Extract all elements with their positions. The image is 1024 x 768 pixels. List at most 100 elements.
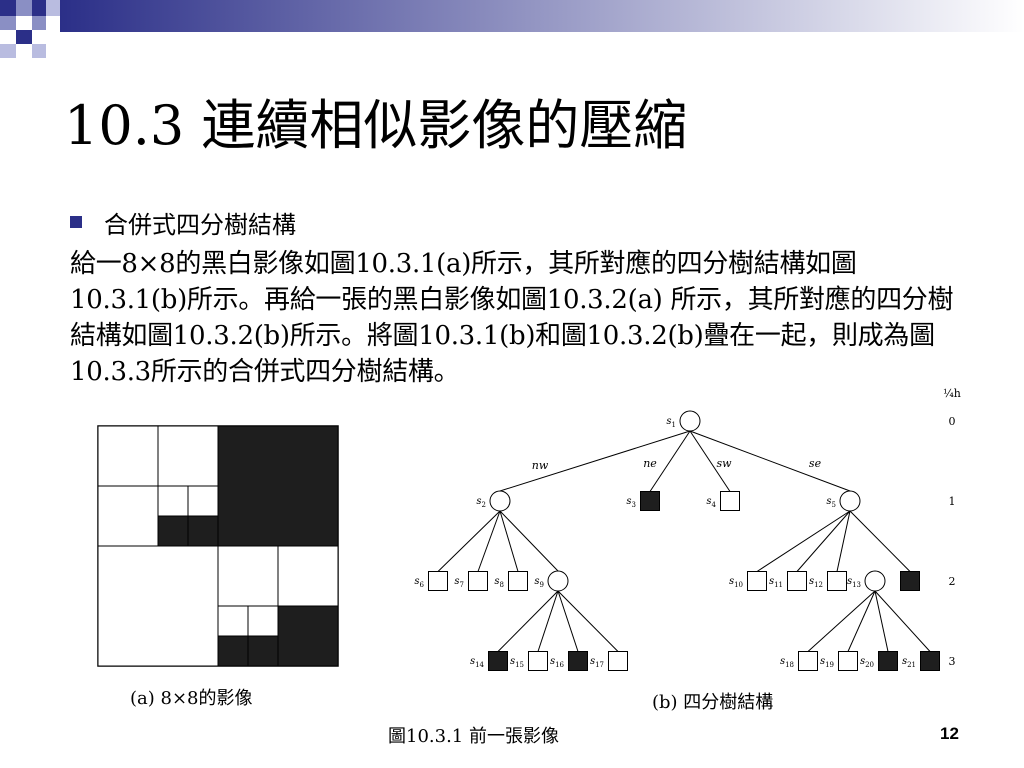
deco-square-8: [0, 44, 16, 58]
tree-node-s17: [608, 651, 628, 671]
white-quadrant-2: [157, 425, 219, 487]
tree-node-s1: [679, 410, 701, 432]
tree-edge-s9-s15: [537, 590, 559, 652]
tree-node-s14: [488, 651, 508, 671]
node-label-s17: s17: [590, 656, 604, 669]
white-quadrant-10: [247, 605, 279, 637]
deco-square-2: [16, 0, 32, 16]
white-quadrant-1: [97, 425, 159, 487]
tree-edge-s5-s12: [836, 510, 851, 572]
node-label-s8: s8: [494, 576, 504, 589]
tree-node-s10: [747, 571, 767, 591]
node-label-s2: s2: [476, 496, 486, 509]
level-label-1: 1: [949, 495, 956, 508]
deco-square-9: [32, 44, 46, 58]
tree-node-s8: [508, 571, 528, 591]
tree-node-s4: [720, 491, 740, 511]
edge-label-nw: nw: [532, 459, 549, 472]
tree-node-s18: [798, 651, 818, 671]
tree-edge-s1-s2: [499, 430, 691, 492]
tree-edge-s5-s10: [756, 510, 851, 572]
node-label-s18: s18: [780, 656, 794, 669]
tree-edge-s1-s5: [689, 430, 851, 492]
node-label-s5: s5: [826, 496, 836, 509]
tree-edge-s2-s8: [499, 510, 519, 572]
white-quadrant-8: [277, 545, 339, 607]
bullet-text: 合併式四分樹結構: [104, 210, 296, 239]
tree-node-s13b: [900, 571, 920, 591]
tree-node-s7: [468, 571, 488, 591]
bullet-item: 合併式四分樹結構: [70, 206, 296, 239]
title-decoration: [0, 0, 1024, 58]
tree-edge-s5-s11: [796, 510, 851, 572]
tree-edge-s9-s16: [557, 590, 579, 652]
edge-label-sw: sw: [716, 457, 732, 470]
level-label-3: 3: [949, 655, 956, 668]
tree-node-s2: [489, 490, 511, 512]
tree-node-s20: [878, 651, 898, 671]
node-label-s20: s20: [860, 656, 874, 669]
black-quadrant-7: [247, 635, 279, 667]
tree-edge-s1-s4: [689, 430, 731, 492]
tree-edge-s2-s7: [477, 510, 501, 572]
tree-edge-s2-s9: [499, 510, 559, 572]
deco-square-7: [16, 30, 32, 44]
black-quadrant-6: [217, 635, 249, 667]
deco-gradient-bar: [60, 0, 1024, 32]
tree-node-s11: [787, 571, 807, 591]
white-quadrant-5: [187, 485, 219, 517]
node-label-s7: s7: [454, 576, 464, 589]
level-label-0: 0: [949, 415, 956, 428]
tree-node-s15: [528, 651, 548, 671]
level-axis-label: ¼h: [943, 387, 961, 400]
deco-square-5: [0, 16, 16, 30]
tree-edge-s2-s6: [437, 510, 501, 572]
body-paragraph: 給一8×8的黑白影像如圖10.3.1(a)所示，其所對應的四分樹結構如圖10.3…: [70, 249, 954, 387]
image-8x8-grid: [97, 425, 339, 667]
black-quadrant-1: [217, 425, 339, 547]
tree-node-s13: [864, 570, 886, 592]
tree-edge-s1-s3: [649, 430, 691, 492]
node-label-s1: s1: [666, 416, 676, 429]
tree-edge-s9-s14: [497, 590, 559, 652]
white-quadrant-7: [217, 545, 279, 607]
white-quadrant-9: [217, 605, 249, 637]
tree-node-s9: [547, 570, 569, 592]
deco-square-1: [0, 0, 16, 16]
caption-quadtree: (b) 四分樹結構: [652, 692, 774, 713]
bullet-square-icon: [70, 216, 82, 228]
node-label-s14: s14: [470, 656, 485, 669]
node-label-s13: s13: [847, 576, 861, 589]
node-label-s4: s4: [706, 496, 716, 509]
tree-edge-s13-s21: [874, 590, 931, 652]
tree-node-s12: [827, 571, 847, 591]
white-quadrant-6: [97, 545, 219, 667]
tree-edge-s9-s17: [557, 590, 619, 652]
tree-node-s16: [568, 651, 588, 671]
tree-edge-s5-s13b: [849, 510, 911, 572]
deco-square-4: [46, 0, 60, 16]
white-quadrant-3: [97, 485, 159, 547]
node-label-s9: s9: [534, 576, 544, 589]
edge-label-se: se: [809, 457, 822, 470]
tree-node-s3: [640, 491, 660, 511]
edge-label-ne: ne: [643, 457, 657, 470]
deco-square-3: [32, 0, 46, 16]
node-label-s15: s15: [510, 656, 524, 669]
black-quadrant-2: [157, 515, 189, 547]
node-label-s21: s21: [902, 656, 916, 669]
page-number: 12: [940, 724, 959, 743]
tree-node-s5: [839, 490, 861, 512]
node-label-s16: s16: [550, 656, 565, 669]
node-label-s11: s11: [769, 576, 783, 589]
tree-edge-s13-s18: [807, 590, 876, 652]
white-quadrant-4: [157, 485, 189, 517]
figure-caption: 圖10.3.1 前一張影像: [388, 726, 559, 747]
slide-title: 10.3 連續相似影像的壓縮: [64, 94, 688, 157]
level-label-2: 2: [949, 575, 956, 588]
node-label-s6: s6: [414, 576, 424, 589]
tree-edge-s13-s20: [874, 590, 889, 652]
node-label-s10: s10: [729, 576, 743, 589]
tree-node-s21: [920, 651, 940, 671]
